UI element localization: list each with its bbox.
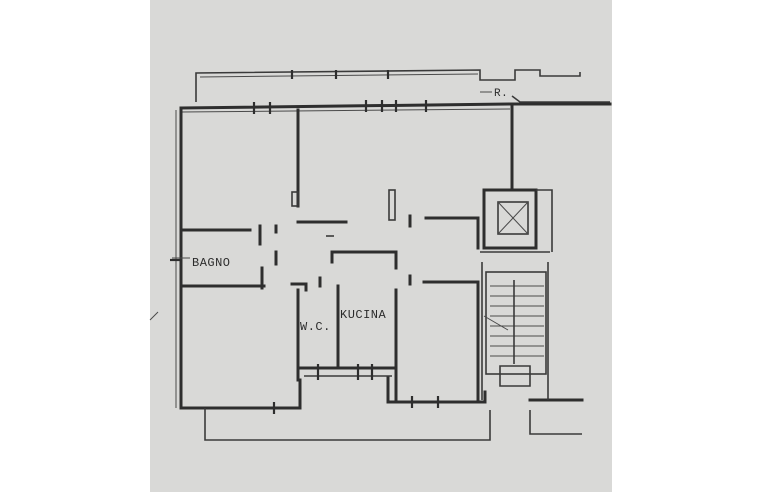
room-label-cucina: KUCINA (340, 308, 387, 322)
r-label: R. (494, 88, 508, 100)
outer-walls (170, 100, 612, 441)
staircase (481, 262, 549, 400)
elevator-shaft (480, 188, 553, 253)
room-label-bagno: BAGNO (192, 256, 231, 270)
r-mark: R. (480, 88, 610, 103)
room-label-wc: W.C. (300, 320, 331, 334)
interior-walls (179, 102, 514, 404)
top-balcony (195, 69, 581, 102)
room-labels: BAGNO W.C. KUCINA (172, 256, 387, 334)
left-edge-tick (149, 311, 159, 321)
